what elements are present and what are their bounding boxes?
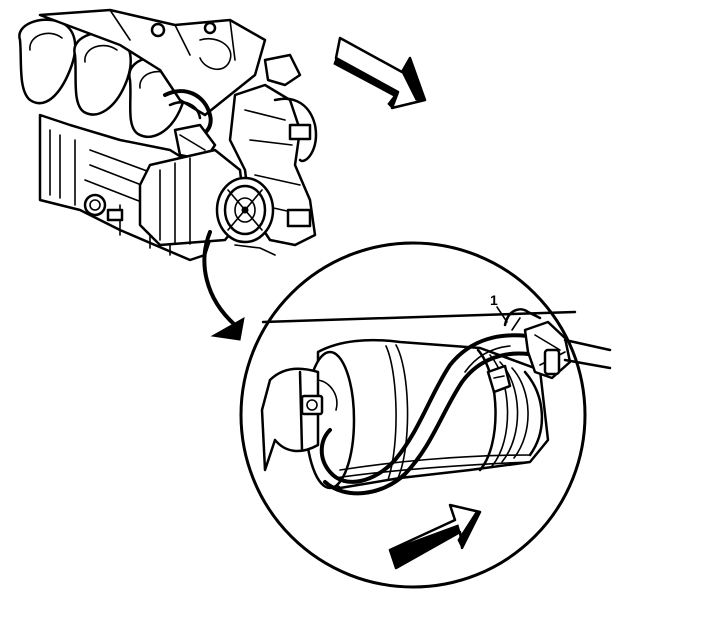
forward-arrow-icon [333, 36, 427, 110]
mounting-bracket [260, 367, 320, 472]
callout-label: 1 [490, 292, 498, 308]
engine-overview [18, 8, 318, 262]
curved-pointer-arrow-icon [202, 230, 245, 341]
callout-1: 1 [490, 292, 508, 323]
detail-magnified-view: 1 [239, 241, 612, 589]
bolt [300, 394, 324, 416]
forward-arrow-icon [388, 503, 482, 570]
refrigerant-hose [319, 333, 542, 484]
intake-runner [18, 18, 77, 105]
